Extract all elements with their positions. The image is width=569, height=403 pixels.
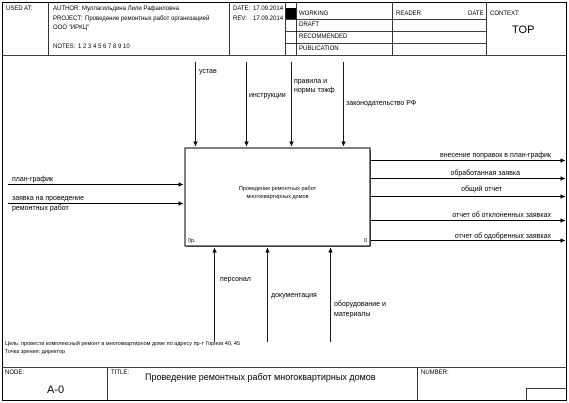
output-label-obshchiy: общий отчет — [461, 186, 502, 193]
control-label-zakonodatelstvo: законодательство РФ — [346, 100, 417, 107]
context-value: TOP — [512, 24, 535, 36]
project-name-line1: Проведение ремонтных работ организацией — [85, 16, 210, 22]
activity-number: 0 — [364, 238, 368, 244]
activity-box — [184, 147, 371, 247]
date-value: 17.09.2014 — [253, 6, 284, 12]
diagram-purpose: Цель: провести комплексный ремонт в мног… — [5, 341, 241, 347]
output-label-obrabotannaya: обработанная заявка — [450, 170, 520, 177]
control-label-ustav: устав — [199, 68, 217, 75]
mechanism-label-dokumentaciya: документация — [271, 292, 317, 299]
author-name: Муллагильдина Лили Рафаиловна — [82, 6, 179, 12]
context-label: CONTEXT: — [490, 11, 520, 17]
working-status-marker — [286, 8, 296, 19]
footer-grid — [2, 367, 567, 401]
mechanism-label-oborudovanie-line2: материалы — [334, 311, 371, 318]
project-label: PROJECT: — [53, 16, 83, 22]
author-label: AUTHOR: — [53, 6, 80, 12]
activity-name-line1: Проведение ремонтных работ — [238, 186, 317, 192]
status-draft: DRAFT — [299, 22, 319, 28]
output-label-otklonennye: отчет об отклоненных заявках — [452, 212, 551, 219]
notes-label: NOTES: — [53, 44, 76, 50]
input-label-zayavka-line1: заявка на проведение — [12, 195, 84, 202]
mechanism-label-personal: персонал — [220, 276, 251, 283]
input-label-plan: план-график — [12, 176, 54, 183]
status-publication: PUBLICATION — [299, 46, 339, 52]
output-label-odobrennye: отчет об одобренных заявках — [454, 233, 551, 240]
status-working: WORKING — [299, 11, 329, 17]
reader-date-label: DATE — [468, 11, 484, 17]
activity-id: 0р. — [188, 238, 196, 244]
node-value: А-0 — [47, 384, 65, 396]
diagram-viewpoint: Точка зрения: директор — [5, 349, 66, 355]
reader-label: READER — [396, 11, 422, 17]
rev-label: REV: — [233, 16, 247, 22]
arrows — [8, 62, 565, 342]
rev-value: 17.09.2014 — [253, 16, 284, 22]
input-label-zayavka-line2: ремонтных работ — [12, 205, 69, 212]
output-label-popravki: внесение поправок в план-график — [440, 152, 551, 159]
used-at-label: USED AT: — [6, 6, 33, 12]
notes-numbers: 1 2 3 4 5 6 7 8 9 10 — [78, 44, 130, 50]
status-recommended: RECOMMENDED — [299, 34, 348, 40]
header-grid — [2, 3, 567, 56]
project-name-line2: ООО "ИРКЦ" — [53, 25, 90, 31]
control-label-pravila-line2: нормы тэжф — [294, 87, 335, 94]
control-label-instrukcii: инструкции — [249, 92, 286, 99]
date-label: DATE: — [233, 6, 251, 12]
number-label: NUMBER: — [421, 370, 449, 376]
title-label: TITLE: — [111, 370, 130, 376]
control-label-pravila-line1: правила и — [294, 78, 328, 85]
node-label: NODE: — [5, 370, 25, 376]
diagram-title: Проведение ремонтных работ многоквартирн… — [145, 372, 376, 382]
activity-name-line2: многоквартирных домов — [246, 194, 309, 200]
mechanism-label-oborudovanie-line1: оборудование и — [334, 301, 386, 308]
